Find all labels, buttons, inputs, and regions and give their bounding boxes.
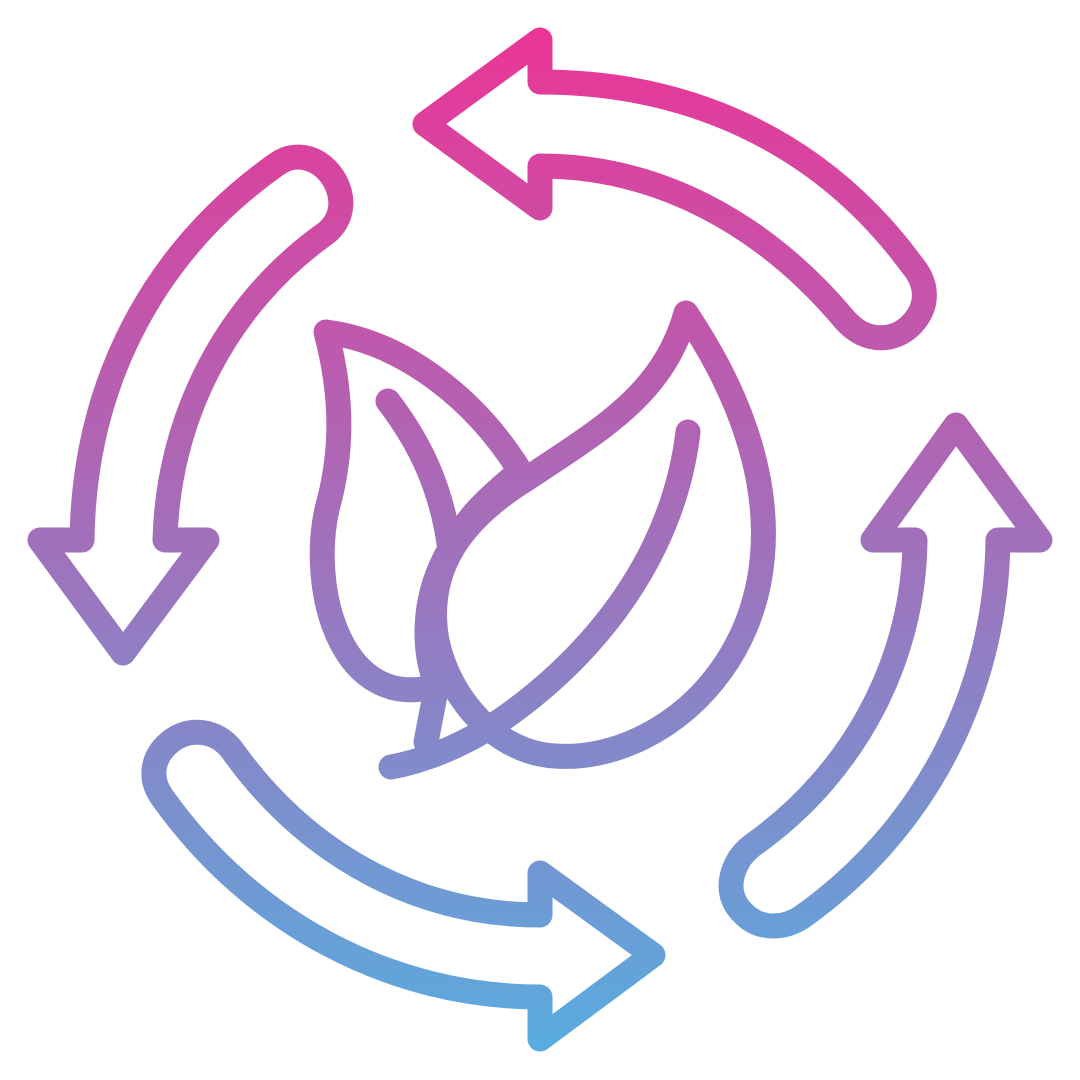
right-arrow-icon [718, 412, 1053, 939]
bottom-arrow-icon [141, 719, 666, 1052]
left-arrow-icon [27, 144, 354, 666]
small-leaf-vein-icon [375, 388, 463, 563]
large-leaf-icon [422, 300, 776, 769]
small-leaf-icon [309, 319, 533, 703]
large-leaf-vein-icon [378, 419, 701, 780]
small-stem-icon [413, 677, 449, 755]
top-arrow-icon [412, 27, 937, 351]
